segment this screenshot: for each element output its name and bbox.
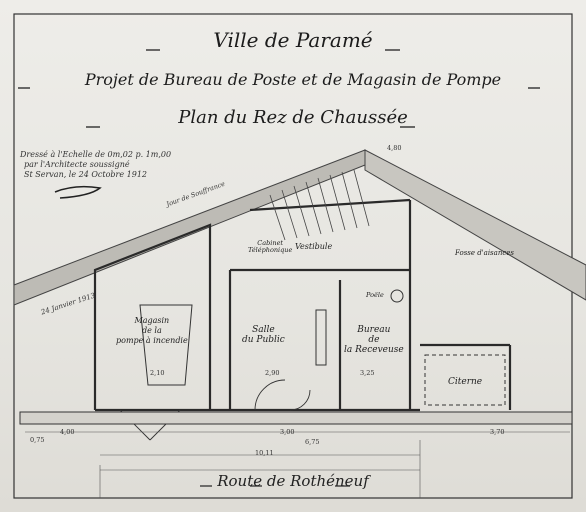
dim-label: 2,10 — [150, 369, 165, 377]
architect-note: par l'Architecte soussigné — [24, 160, 130, 169]
dim-label: 3,70 — [490, 428, 505, 436]
room-label-bureau: Bureau de la Receveuse — [344, 325, 404, 355]
road-label: Route de Rothéneuf — [217, 472, 369, 490]
dim-label: 4,80 — [387, 144, 402, 152]
dim-label: 4,00 — [60, 428, 75, 436]
room-label-cabinet: Cabinet Téléphonique — [248, 239, 293, 254]
dim-label: 10,11 — [255, 449, 274, 457]
dim-label: 3,00 — [280, 428, 295, 436]
poele-label: Poële — [366, 291, 384, 299]
room-label-magasin: Magasin de la pompe à incendie — [116, 316, 188, 345]
dim-label: 2,90 — [265, 369, 280, 377]
title-line-1: Ville de Paramé — [213, 28, 373, 52]
dim-label: 3,25 — [360, 369, 375, 377]
room-label-vestibule: Vestibule — [295, 242, 333, 251]
room-label-fosse: Fosse d'aisances — [455, 249, 514, 257]
title-line-3: Plan du Rez de Chaussée — [178, 107, 408, 128]
dim-label: 0,75 — [30, 436, 45, 444]
date-note: St Servan, le 24 Octobre 1912 — [24, 170, 148, 179]
room-label-citerne: Citerne — [448, 377, 483, 387]
room-label-salle: Salle du Public — [242, 325, 285, 345]
scale-note: Dressé à l'Echelle de 0m,02 p. 1m,00 — [20, 150, 172, 159]
dim-label: 6,75 — [305, 438, 320, 446]
title-line-2: Projet de Bureau de Poste et de Magasin … — [84, 70, 502, 89]
